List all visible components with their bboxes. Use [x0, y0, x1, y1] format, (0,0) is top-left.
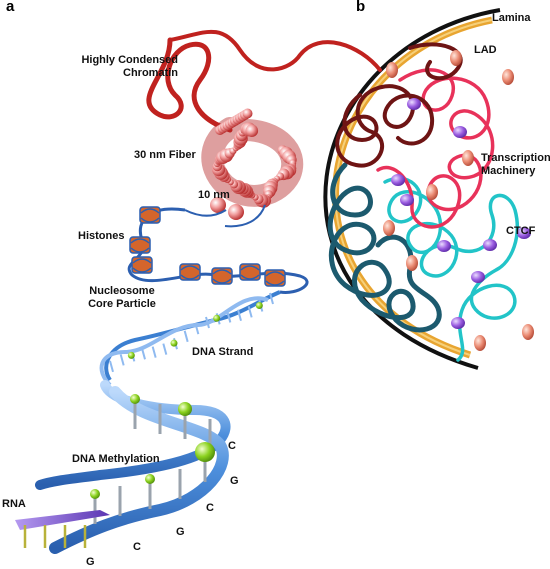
label-highly-condensed-chromatin: Highly Condensed Chromatin: [72, 54, 178, 80]
dna-wrap: [212, 269, 232, 284]
methyl-group: [170, 339, 178, 347]
ctcf-group: [391, 98, 531, 329]
teal-chromatin-loop: [327, 162, 442, 333]
label-line: Nucleosome: [89, 285, 155, 297]
base-pair: [162, 343, 168, 355]
label-line: Transcription: [481, 152, 550, 164]
transcription-factor: [450, 50, 462, 66]
methyl-group: [178, 402, 192, 416]
chromatin-hierarchy-panel: [15, 37, 309, 554]
transcription-factor: [426, 184, 438, 200]
base-pair: [247, 306, 253, 318]
dna-methylation-ladder: [35, 380, 231, 554]
dna-wrap: [265, 271, 285, 286]
base-pair: [141, 348, 146, 360]
nucleosome-bead: [210, 197, 226, 213]
methyl-group: [195, 442, 215, 462]
pink-chromatin-loop: [376, 68, 495, 229]
base-pair: [237, 309, 242, 321]
linker-dna: [127, 207, 309, 294]
transcription-factor: [522, 324, 534, 340]
base-pair: [194, 322, 200, 335]
dna-wrap: [132, 258, 152, 273]
base-pair: [269, 292, 274, 305]
transcription-machinery-group: [383, 50, 534, 351]
nuclear-envelope-arc: [323, 8, 501, 370]
ten-nm-fiber: [184, 197, 244, 220]
ctcf-protein: [400, 194, 414, 206]
panel-label-a: a: [6, 0, 15, 15]
label-dna-strand: DNA Strand: [192, 346, 254, 358]
ctcf-protein: [483, 239, 497, 251]
condensed-chromatin-strand: [168, 29, 382, 72]
transcription-factor: [502, 69, 514, 85]
transcription-factor: [462, 150, 474, 166]
transcription-factor: [406, 255, 418, 271]
ctcf-protein: [407, 98, 421, 110]
label-histones: Histones: [78, 230, 125, 242]
label-ctcf: CTCF: [506, 225, 536, 237]
ctcf-protein: [471, 271, 485, 283]
rna-strand: [15, 510, 110, 548]
condensed-chromatin-ribbon: [146, 37, 233, 133]
base-label: C: [228, 440, 236, 452]
methyl-group: [255, 302, 263, 310]
thirty-nm-fiber: [201, 108, 304, 228]
label-30nm-fiber: 30 nm Fiber: [134, 149, 196, 161]
label-line: Core Particle: [88, 298, 156, 310]
methyl-group: [213, 314, 221, 322]
label-line: Machinery: [481, 165, 536, 177]
lad-chromatin-loop: [335, 42, 463, 168]
dna-wrap: [240, 265, 260, 280]
base-pair: [183, 330, 189, 343]
base-pair: [226, 311, 232, 323]
label-rna: RNA: [2, 498, 26, 510]
label-lad: LAD: [474, 44, 497, 56]
base-label: G: [176, 526, 185, 538]
transcription-factor: [383, 220, 395, 236]
nucleosome-chain: [127, 206, 309, 294]
label-lamina: Lamina: [492, 12, 531, 24]
rna-ribbon: [15, 510, 110, 530]
label-nucleosome-core-particle: Nucleosome Core Particle: [80, 285, 164, 311]
dna-wrap: [140, 208, 160, 223]
dna-ribbon-lower: [49, 386, 229, 554]
label-line: Chromatin: [123, 67, 178, 79]
base-label: C: [133, 541, 141, 553]
nucleosome-bead: [228, 204, 244, 220]
base-label: G: [86, 556, 95, 568]
dna-backbone-back: [99, 296, 269, 387]
base-pair: [119, 354, 125, 366]
panel-label-b: b: [356, 0, 366, 15]
base-label: G: [230, 475, 239, 487]
dna-wrap: [180, 265, 200, 280]
ctcf-protein: [391, 174, 405, 186]
methyl-group: [90, 489, 100, 499]
label-dna-methylation: DNA Methylation: [72, 453, 160, 465]
base-pair: [205, 316, 210, 329]
ctcf-protein: [451, 317, 465, 329]
base-pair: [151, 346, 157, 358]
fiber-bead: [245, 124, 259, 137]
fiber-bead: [242, 108, 253, 119]
nucleus-panel: [168, 8, 534, 370]
methyl-group: [145, 474, 155, 484]
label-transcription-machinery: Transcription Machinery: [481, 152, 550, 178]
ctcf-protein: [453, 126, 467, 138]
label-10nm: 10 nm: [198, 189, 230, 201]
base-label: C: [206, 502, 214, 514]
methyl-group: [127, 351, 135, 359]
transcription-factor: [386, 62, 398, 78]
methyl-group: [130, 394, 140, 404]
transcription-factor: [474, 335, 486, 351]
base-pair: [109, 360, 114, 373]
dna-wrap: [130, 238, 150, 253]
ctcf-protein: [437, 240, 451, 252]
dna-double-helix: [99, 290, 281, 387]
ctcf-protein: [517, 227, 531, 239]
label-line: Highly Condensed: [81, 54, 178, 66]
